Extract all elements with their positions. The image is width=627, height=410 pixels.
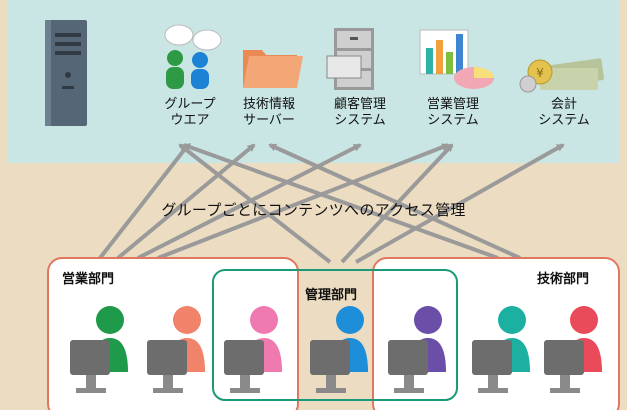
system-label-accounting: 会計 システム — [538, 97, 590, 128]
system-label-sales: 営業管理 システム — [426, 97, 479, 128]
dept-label-sales: 営業部門 — [62, 272, 115, 287]
access-arrow — [157, 143, 450, 260]
system-label-groupware: グループ ウエア — [164, 97, 216, 128]
access-arrow — [182, 143, 499, 260]
person-icon — [147, 306, 205, 393]
access-arrow — [355, 143, 565, 264]
access-arrow — [137, 143, 362, 260]
dept-label-admin: 管理部門 — [305, 288, 358, 303]
person-icon — [544, 306, 602, 393]
system-label-crm: 顧客管理 システム — [333, 97, 386, 128]
systems-panel — [8, 0, 619, 163]
money-icon: ¥ — [519, 58, 604, 93]
chart-icon — [419, 29, 494, 89]
person-icon — [472, 306, 530, 393]
access-arrow — [268, 143, 521, 260]
chat-people-icon — [164, 24, 222, 89]
svg-text:¥: ¥ — [536, 66, 544, 80]
admin-dept-box — [212, 269, 458, 401]
dept-label-tech: 技術部門 — [537, 272, 590, 287]
person-icon — [224, 306, 282, 393]
person-icon — [388, 306, 446, 393]
cabinet-icon — [326, 28, 374, 90]
server-icon — [45, 20, 87, 126]
person-icon — [70, 306, 128, 393]
folder-icon — [243, 50, 303, 88]
access-arrow — [98, 143, 190, 260]
person-icon — [310, 306, 368, 393]
headline: グループごとにコンテンツへのアクセス管理 — [161, 201, 466, 219]
system-label-techinfo: 技術情報 サーバー — [242, 97, 295, 128]
access-arrow — [178, 143, 332, 264]
